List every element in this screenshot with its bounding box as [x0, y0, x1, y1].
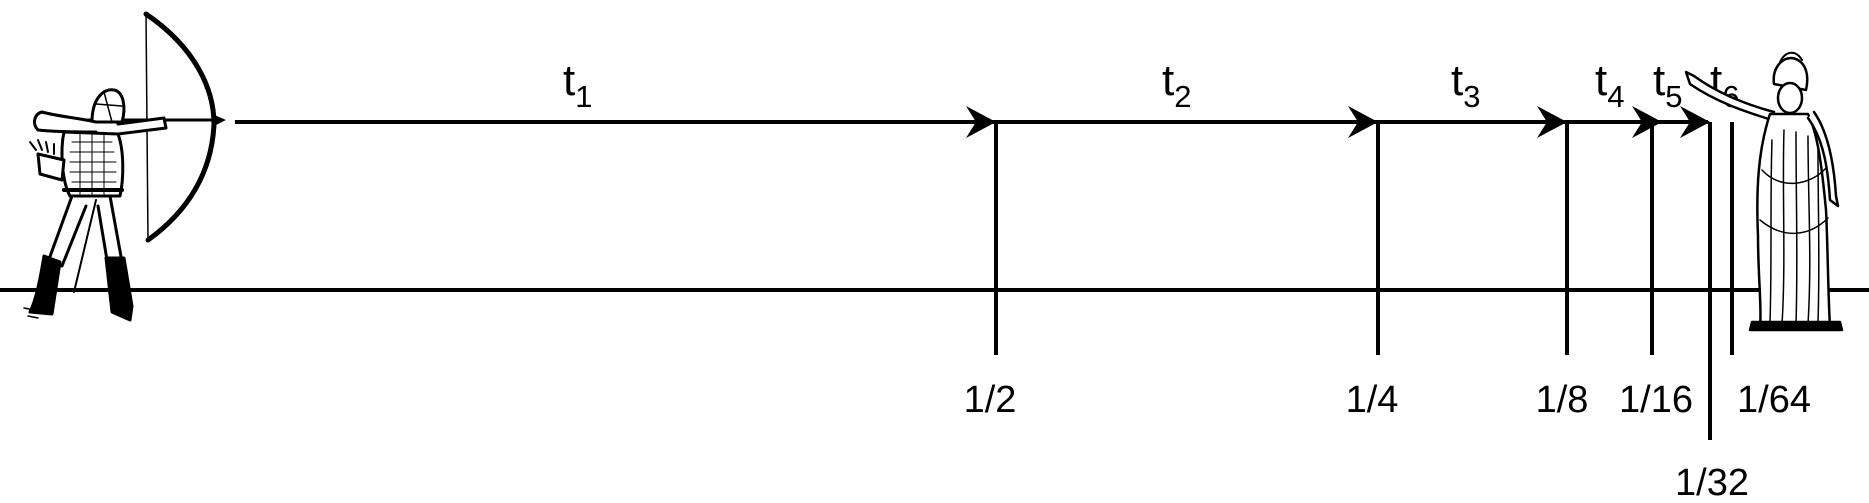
fraction-label-quarter: 1/4	[1346, 379, 1399, 421]
sword	[73, 199, 97, 293]
nocked-arrow-tip	[212, 114, 226, 126]
arrowhead	[1348, 106, 1378, 138]
arrowhead	[1632, 106, 1662, 138]
athena-statue	[1684, 51, 1844, 332]
segment-labels: t1 t2 t3 t4 t5 t6	[563, 56, 1739, 114]
right-boot	[104, 256, 134, 322]
fraction-labels: 1/2 1/4 1/8 1/16 1/32 1/64	[964, 379, 1811, 503]
statue-head	[1776, 81, 1804, 115]
statue-base	[1748, 320, 1844, 332]
statue-outstretched-arm	[1684, 70, 1776, 122]
arrowhead	[1680, 106, 1710, 138]
segment-label-t1: t1	[563, 56, 592, 114]
fraction-label-eighth: 1/8	[1536, 379, 1589, 421]
segment-label-t5: t5	[1653, 56, 1682, 114]
remaining-distance-ticks	[994, 122, 1734, 440]
arrowhead	[1537, 106, 1567, 138]
quiver	[36, 152, 66, 182]
fraction-label-sixty-fourth: 1/64	[1737, 379, 1811, 421]
arrowhead	[966, 106, 996, 138]
segment-label-t3: t3	[1451, 56, 1480, 114]
archer-figure	[23, 11, 226, 322]
left-boot	[28, 254, 62, 316]
arrowheads	[966, 106, 1710, 138]
fraction-label-thirty-second: 1/32	[1675, 462, 1749, 503]
segment-label-t2: t2	[1162, 56, 1191, 114]
segment-label-t4: t4	[1595, 56, 1624, 114]
fraction-label-half: 1/2	[964, 379, 1017, 421]
fraction-label-sixteenth: 1/16	[1619, 379, 1693, 421]
statue-helmet	[1772, 56, 1809, 92]
